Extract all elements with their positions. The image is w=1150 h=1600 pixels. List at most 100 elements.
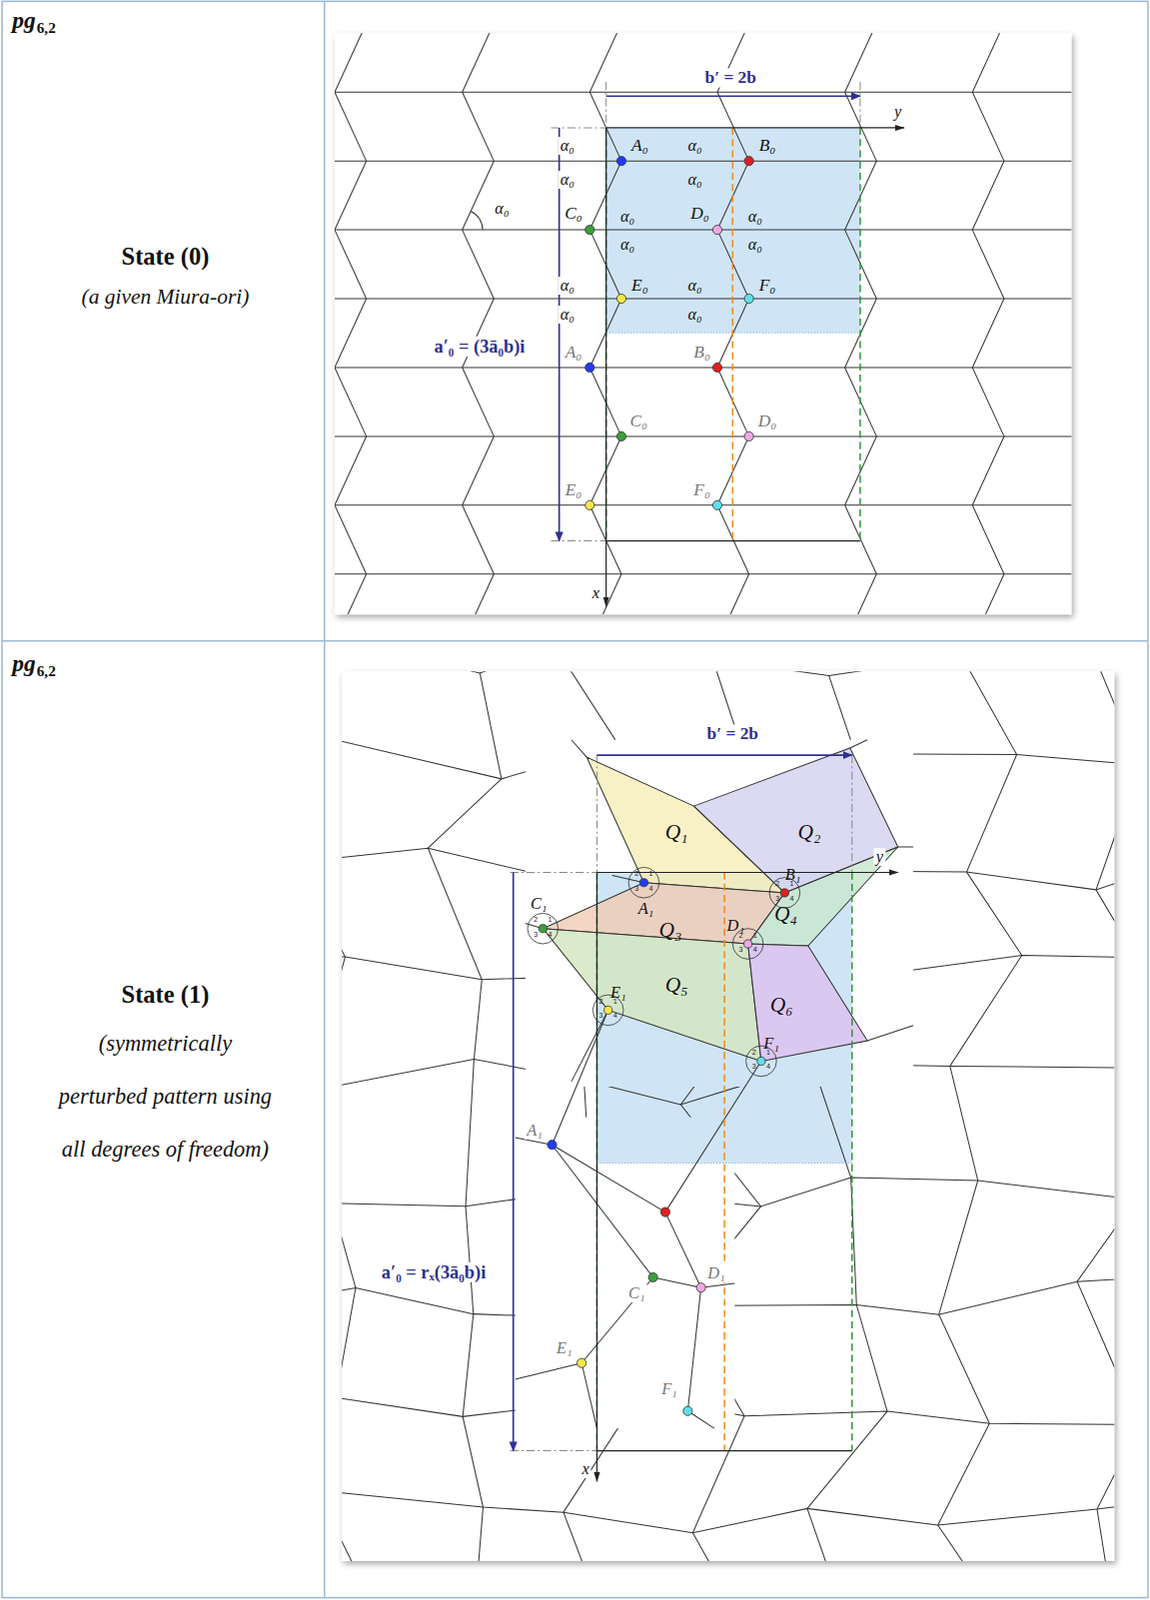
crease-line <box>334 32 367 615</box>
panel <box>341 671 1115 1562</box>
label: b′ = 2b <box>705 725 761 745</box>
label: 1 <box>613 999 618 1008</box>
label: α₀ <box>618 207 637 226</box>
label: E₀ <box>563 481 585 501</box>
crease-line <box>341 671 1115 676</box>
label: Q₆ <box>768 994 796 1019</box>
crease-line <box>334 504 1072 506</box>
label: α₀ <box>558 170 577 189</box>
label: F₁ <box>761 1035 782 1054</box>
label: A₀ <box>629 135 651 155</box>
label: 2 <box>738 933 743 942</box>
label: A₁ <box>524 1122 545 1141</box>
crease-line <box>717 32 750 615</box>
crease-line <box>427 673 502 1562</box>
label: a′₀ = rₓ(3ā₀b)i <box>379 1261 488 1282</box>
crease-line <box>334 366 1072 368</box>
label: α₀ <box>685 276 704 295</box>
label: 2 <box>599 999 604 1008</box>
label: E₁ <box>608 984 629 1003</box>
label: Q₄ <box>772 903 800 928</box>
crease-line <box>341 1389 1115 1427</box>
panel <box>334 32 1072 615</box>
label: α₀ <box>492 199 511 218</box>
label: (symmetrically perturbed pattern using a… <box>53 1017 278 1176</box>
label: Q₁ <box>663 822 691 847</box>
vertex-dots <box>527 867 801 1416</box>
label: 4 <box>547 932 552 941</box>
label: 1 <box>547 917 552 926</box>
crease-line <box>334 91 1072 93</box>
label: F₁ <box>659 1380 680 1399</box>
crease-mesh <box>341 671 1115 1562</box>
label: α₀ <box>558 305 577 324</box>
label: E₁ <box>554 1339 575 1358</box>
label: 2 <box>775 882 780 891</box>
cell-guides <box>510 755 899 1482</box>
label: 1 <box>649 871 654 880</box>
label: D₀ <box>756 411 780 431</box>
label: pg <box>9 7 37 34</box>
crease-line <box>1077 671 1115 1562</box>
label: pg <box>9 651 37 678</box>
label: E₀ <box>629 275 651 295</box>
crease-line <box>341 671 385 1562</box>
crease-mesh <box>334 32 1072 615</box>
label: C₀ <box>562 204 585 224</box>
crease-line <box>334 435 1072 437</box>
label: α₀ <box>746 207 765 226</box>
label: 3 <box>752 1064 757 1073</box>
cell-guides <box>470 81 905 607</box>
label: C₁ <box>528 895 550 914</box>
label: 2 <box>752 1050 757 1059</box>
label: C₁ <box>626 1284 648 1303</box>
crease-line <box>938 671 1023 1562</box>
vertex-dots <box>585 156 755 511</box>
label: A₀ <box>563 343 585 363</box>
label: B₀ <box>691 343 713 363</box>
creases <box>515 740 914 1429</box>
label: F₀ <box>691 481 713 501</box>
label: 1 <box>790 882 795 891</box>
crease-line <box>341 1167 1115 1207</box>
label: D₁ <box>705 1264 727 1283</box>
label: 4 <box>613 1013 618 1022</box>
label: 4 <box>790 896 795 905</box>
label: 2 <box>634 871 639 880</box>
label: Q₃ <box>657 920 685 945</box>
label: 1 <box>753 933 758 942</box>
label: α₀ <box>685 170 704 189</box>
label: 1 <box>766 1050 771 1059</box>
crease-line <box>972 32 1005 615</box>
label: a′₀ = (3ā₀b)i <box>432 336 528 357</box>
label: Q₅ <box>663 974 691 999</box>
label: (a given Miura-ori) <box>78 285 251 310</box>
label: 4 <box>766 1064 771 1073</box>
label: D₁ <box>725 917 747 936</box>
label: D₀ <box>688 204 712 224</box>
label: 3 <box>738 947 743 956</box>
crease-line <box>334 229 1072 231</box>
panels-q <box>542 748 898 1063</box>
crease-line <box>341 740 1115 780</box>
label: 3 <box>775 896 780 905</box>
crease-line <box>462 32 495 615</box>
crease-line <box>341 1490 1115 1534</box>
label: x <box>590 584 602 603</box>
label: 3 <box>533 932 538 941</box>
crease-line <box>845 32 878 615</box>
label: C₀ <box>628 411 651 431</box>
label: 3 <box>599 1013 604 1022</box>
label: 6,2 <box>34 663 58 681</box>
label: 4 <box>649 886 654 895</box>
label: 6,2 <box>34 19 58 37</box>
label: 4 <box>753 947 758 956</box>
label: A₁ <box>636 900 657 919</box>
crease-line <box>589 32 622 615</box>
label: x <box>580 1460 592 1479</box>
label: State (0) <box>119 243 212 271</box>
label: α₀ <box>558 136 577 155</box>
crease-line <box>334 160 1072 162</box>
